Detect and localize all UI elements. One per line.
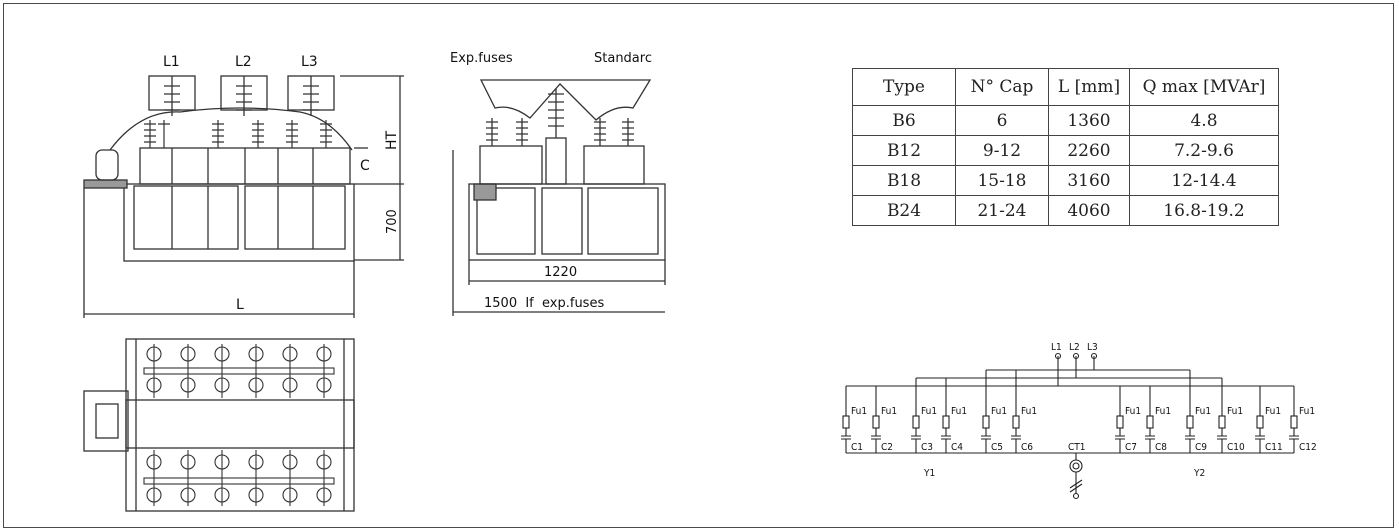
cap-label-c1: C1 (851, 442, 863, 453)
fuse-label: Fu1 (881, 406, 897, 417)
fuse-label: Fu1 (951, 406, 967, 417)
col-header-length: L [mm] (1048, 68, 1130, 106)
fuse-label: Fu1 (1021, 406, 1037, 417)
cap-label-c2: C2 (881, 442, 893, 453)
phase-label-l2: L2 (235, 54, 252, 70)
table-row: B24 21-24 4060 16.8-19.2 (852, 195, 1279, 226)
cell-qmax: 12-14.4 (1129, 165, 1279, 196)
fuse-label: Fu1 (851, 406, 867, 417)
cap-label-c10: C10 (1227, 442, 1245, 453)
schematic-line-l2: L2 (1069, 342, 1080, 353)
col-header-cap: N° Cap (955, 68, 1049, 106)
group-y2-label: Y2 (1193, 468, 1205, 479)
table-row: B6 6 1360 4.8 (852, 105, 1279, 136)
cap-label-c12: C12 (1299, 442, 1317, 453)
side-view-drawing (452, 79, 666, 316)
table-row: B18 15-18 3160 12-14.4 (852, 165, 1279, 196)
fuse-label: Fu1 (1227, 406, 1243, 417)
dim-ht-label: HT (384, 130, 400, 150)
cap-label-c3: C3 (921, 442, 933, 453)
cell-length: 4060 (1048, 195, 1130, 226)
cap-label-c9: C9 (1195, 442, 1207, 453)
exp-fuses-label: Exp.fuses (450, 51, 513, 66)
col-header-qmax: Q max [MVAr] (1129, 68, 1279, 106)
cell-qmax: 4.8 (1129, 105, 1279, 136)
fuse-label: Fu1 (1299, 406, 1315, 417)
cell-qmax: 7.2-9.6 (1129, 135, 1279, 166)
fuse-label: Fu1 (921, 406, 937, 417)
phase-label-l3: L3 (301, 54, 318, 70)
cell-length: 1360 (1048, 105, 1130, 136)
fuse-label: Fu1 (1125, 406, 1141, 417)
cap-label-c6: C6 (1021, 442, 1033, 453)
dim-l-label: L (236, 297, 244, 313)
cap-label-c7: C7 (1125, 442, 1137, 453)
cap-label-c5: C5 (991, 442, 1003, 453)
cap-label-c8: C8 (1155, 442, 1167, 453)
dim-1500-label: 1500 If exp.fuses (484, 296, 604, 311)
cap-label-c4: C4 (951, 442, 963, 453)
dim-1220-label: 1220 (544, 265, 577, 280)
cell-qmax: 16.8-19.2 (1129, 195, 1279, 226)
cell-cap: 15-18 (955, 165, 1049, 196)
dim-700-label: 700 (385, 209, 400, 234)
fuse-label: Fu1 (991, 406, 1007, 417)
cell-length: 2260 (1048, 135, 1130, 166)
dim-c-label: C (360, 158, 370, 174)
schematic-line-l3: L3 (1087, 342, 1098, 353)
spec-table-header-row: Type N° Cap L [mm] Q max [MVAr] (852, 68, 1279, 106)
standard-label: Standarc (594, 51, 652, 66)
phase-label-l1: L1 (163, 54, 180, 70)
ct-label: CT1 (1068, 442, 1086, 453)
top-view-drawing (83, 338, 355, 512)
cell-type: B24 (852, 195, 956, 226)
schematic-line-l1: L1 (1051, 342, 1062, 353)
front-view-drawing (83, 75, 404, 318)
cap-label-c11: C11 (1265, 442, 1283, 453)
spec-table: Type N° Cap L [mm] Q max [MVAr] B6 6 136… (852, 68, 1279, 226)
figure-border (3, 3, 1394, 528)
fuse-label: Fu1 (1195, 406, 1211, 417)
fuse-label: Fu1 (1155, 406, 1171, 417)
col-header-type: Type (852, 68, 956, 106)
group-y1-label: Y1 (923, 468, 935, 479)
table-row: B12 9-12 2260 7.2-9.6 (852, 135, 1279, 166)
cell-cap: 21-24 (955, 195, 1049, 226)
fuse-label: Fu1 (1265, 406, 1281, 417)
